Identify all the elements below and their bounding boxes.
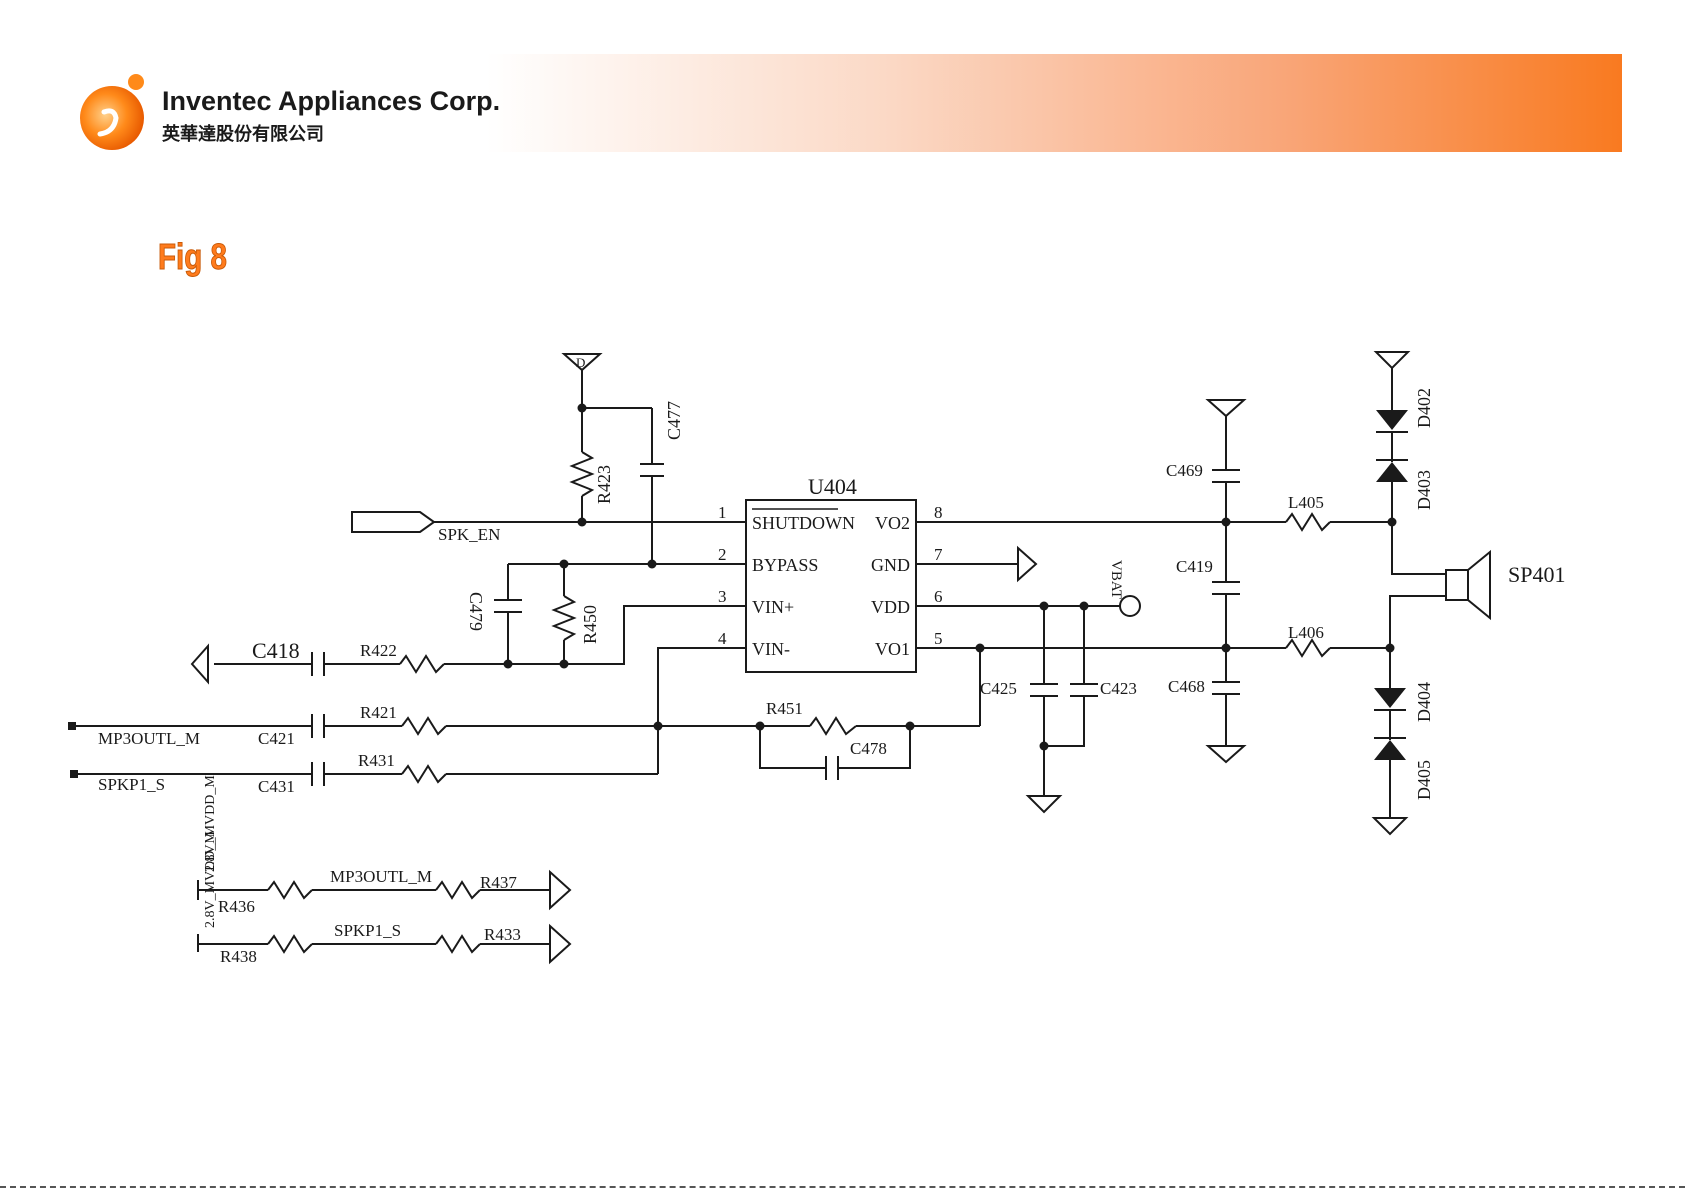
junction-dots — [503, 403, 1397, 751]
pin-num-7: 7 — [934, 545, 943, 564]
label-c419: C419 — [1176, 557, 1213, 576]
label-r436: R436 — [218, 897, 255, 916]
inductor-l405 — [1285, 512, 1331, 532]
label-r422: R422 — [360, 641, 397, 660]
net-spkp1-s-bias: SPKP1_S — [334, 921, 401, 940]
net-spkp1-s: SPKP1_S — [98, 775, 165, 794]
label-sp401: SP401 — [1508, 562, 1565, 587]
ground-pin7 — [1017, 545, 1038, 583]
label-c477: C477 — [664, 401, 684, 440]
label-d402: D402 — [1414, 388, 1434, 428]
pin-name-vin-minus: VIN- — [752, 639, 790, 659]
label-r438: R438 — [220, 947, 257, 966]
pin-name-vo2: VO2 — [875, 513, 910, 533]
label-r450: R450 — [580, 605, 600, 644]
resistor-r421 — [401, 716, 447, 736]
label-c469: C469 — [1166, 461, 1203, 480]
resistor-r450 — [551, 595, 577, 641]
resistor-r423 — [569, 451, 595, 497]
inductor-l406 — [1285, 638, 1331, 658]
spk-en-connector — [351, 511, 436, 533]
ground-symbol: D — [561, 353, 603, 408]
label-l405: L405 — [1288, 493, 1324, 512]
label-c418: C418 — [252, 638, 300, 663]
pin-num-8: 8 — [934, 503, 943, 522]
net-mp3outl-m: MP3OUTL_M — [98, 729, 200, 748]
company-name-cn: 英華達股份有限公司 — [162, 124, 324, 145]
label-d403: D403 — [1414, 470, 1434, 510]
resistor-r451 — [809, 716, 857, 736]
ground-r437 — [549, 869, 572, 911]
company-name: Inventec Appliances Corp. — [162, 86, 501, 116]
pin-num-1: 1 — [718, 503, 727, 522]
label-c423: C423 — [1100, 679, 1137, 698]
resistor-r436 — [267, 880, 313, 900]
pin-num-6: 6 — [934, 587, 943, 606]
label-d405: D405 — [1414, 760, 1434, 800]
resistor-r431 — [401, 764, 447, 784]
pin-num-5: 5 — [934, 629, 943, 648]
pin-name-vo1: VO1 — [875, 639, 910, 659]
label-c421: C421 — [258, 729, 295, 748]
ground-c425 — [1025, 795, 1063, 814]
label-r451: R451 — [766, 699, 803, 718]
label-c431: C431 — [258, 777, 295, 796]
resistor-r422 — [399, 654, 445, 674]
orange-sphere-logo-icon — [80, 74, 144, 150]
net-mvdd-2: 2.8V_MVDD_M — [203, 831, 218, 928]
label-c478: C478 — [850, 739, 887, 758]
ground-c418 — [190, 643, 209, 685]
ic-ref-label: U404 — [808, 474, 857, 499]
net-mp3outl-m-bias: MP3OUTL_M — [330, 867, 432, 886]
diode-d403 — [1376, 462, 1408, 482]
ic-u404: U404 1 2 3 4 SHUTDOWN BYPASS VIN+ VIN- 8… — [660, 474, 960, 673]
header-gradient-band — [486, 54, 1622, 152]
pin-name-bypass: BYPASS — [752, 555, 818, 575]
label-l406: L406 — [1288, 623, 1324, 642]
label-r421: R421 — [360, 703, 397, 722]
pin-name-vin-plus: VIN+ — [752, 597, 794, 617]
pin-name-shutdown: SHUTDOWN — [752, 513, 855, 533]
ground-r433 — [549, 923, 572, 965]
resistor-r433 — [435, 934, 481, 954]
label-d404: D404 — [1414, 682, 1434, 722]
pin-num-2: 2 — [718, 545, 727, 564]
resistor-r437 — [435, 880, 481, 900]
net-mvdd-1: 2.8V_MVDD_M — [203, 775, 218, 872]
pin-num-3: 3 — [718, 587, 727, 606]
label-r423: R423 — [594, 465, 614, 504]
label-r437: R437 — [480, 873, 517, 892]
net-spk-en: SPK_EN — [438, 525, 500, 544]
resistor-r438 — [267, 934, 313, 954]
svg-text:D: D — [576, 355, 585, 370]
diode-d404 — [1374, 688, 1406, 708]
label-r433: R433 — [484, 925, 521, 944]
diode-d402 — [1376, 410, 1408, 430]
diode-d405 — [1374, 740, 1406, 760]
net-vbat: VBAT — [1108, 560, 1124, 599]
label-c425: C425 — [980, 679, 1017, 698]
speaker-sp401 — [1445, 569, 1469, 601]
label-r431: R431 — [358, 751, 395, 770]
ground-c468 — [1205, 745, 1247, 764]
pin-num-4: 4 — [718, 629, 727, 648]
pin-name-gnd: GND — [871, 555, 910, 575]
figure-title: Fig 8 — [158, 236, 228, 278]
label-c468: C468 — [1168, 677, 1205, 696]
bottom-divider — [0, 1186, 1685, 1188]
ground-d405 — [1371, 817, 1409, 836]
label-c479: C479 — [466, 592, 486, 631]
pin-name-vdd: VDD — [871, 597, 910, 617]
ground-d402 — [1373, 351, 1411, 370]
ground-c469 — [1205, 399, 1247, 418]
